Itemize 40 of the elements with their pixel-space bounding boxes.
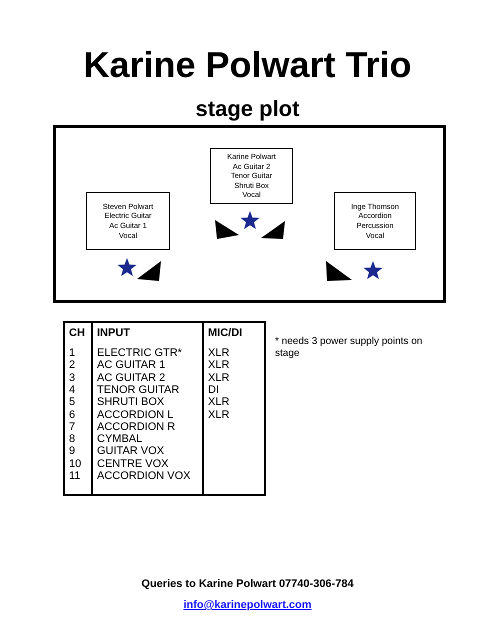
table-cell-text: 3 [69, 372, 76, 384]
table-cell-text: XLR [208, 347, 230, 359]
table-cell-text: 7 [69, 420, 76, 433]
table-cell-text: 9 [69, 445, 76, 458]
contact-text: Queries to Karine Polwart 07740-306-784 [140, 578, 355, 591]
performer-box [210, 148, 293, 204]
performer-box [334, 192, 416, 250]
table-cell-text: DI [208, 384, 219, 396]
table-cell-text: 10 [69, 458, 82, 470]
table-cell-text: 5 [69, 396, 76, 408]
table-cell-text: XLR [208, 359, 230, 372]
performer-box [86, 192, 170, 250]
table-cell-text: 1 [69, 347, 76, 359]
table-cell-text: ACCORDION R [97, 420, 176, 433]
subtitle: stage plot [194, 96, 300, 121]
table-cell-text: 8 [69, 433, 76, 446]
table-cell-text: ACCORDION L [97, 408, 174, 420]
table-cell-text: ACCORDION VOX [97, 470, 191, 482]
column-header: CH [69, 327, 85, 339]
table-cell-text: ELECTRIC GTR* [97, 347, 182, 359]
column-header: INPUT [97, 327, 130, 339]
table-cell-text: 6 [69, 408, 76, 420]
title: Karine Polwart Trio [82, 44, 413, 86]
email-link: info@karinepolwart.com [183, 599, 312, 611]
table-cell-text: TENOR GUITAR [97, 384, 180, 396]
table-cell-text: 4 [69, 384, 76, 396]
stage-outline [53, 125, 446, 303]
table-cell-text: AC GUITAR 1 [97, 359, 166, 372]
column-header: MIC/DI [208, 327, 242, 339]
table-cell-text: SHRUTI BOX [97, 396, 164, 408]
table-cell-text: GUITAR VOX [97, 445, 164, 458]
table-cell-text: CYMBAL [97, 433, 142, 446]
table-cell-text: 11 [69, 470, 80, 482]
table-cell-text: CENTRE VOX [97, 458, 169, 470]
table-cell-text: XLR [208, 396, 230, 408]
table-cell-text: XLR [208, 372, 230, 384]
table-cell-text: 2 [69, 359, 76, 372]
footnote: * needs 3 power supply points on stage [275, 336, 424, 360]
table-cell-text: AC GUITAR 2 [97, 372, 166, 384]
table-cell-text: XLR [208, 408, 230, 420]
